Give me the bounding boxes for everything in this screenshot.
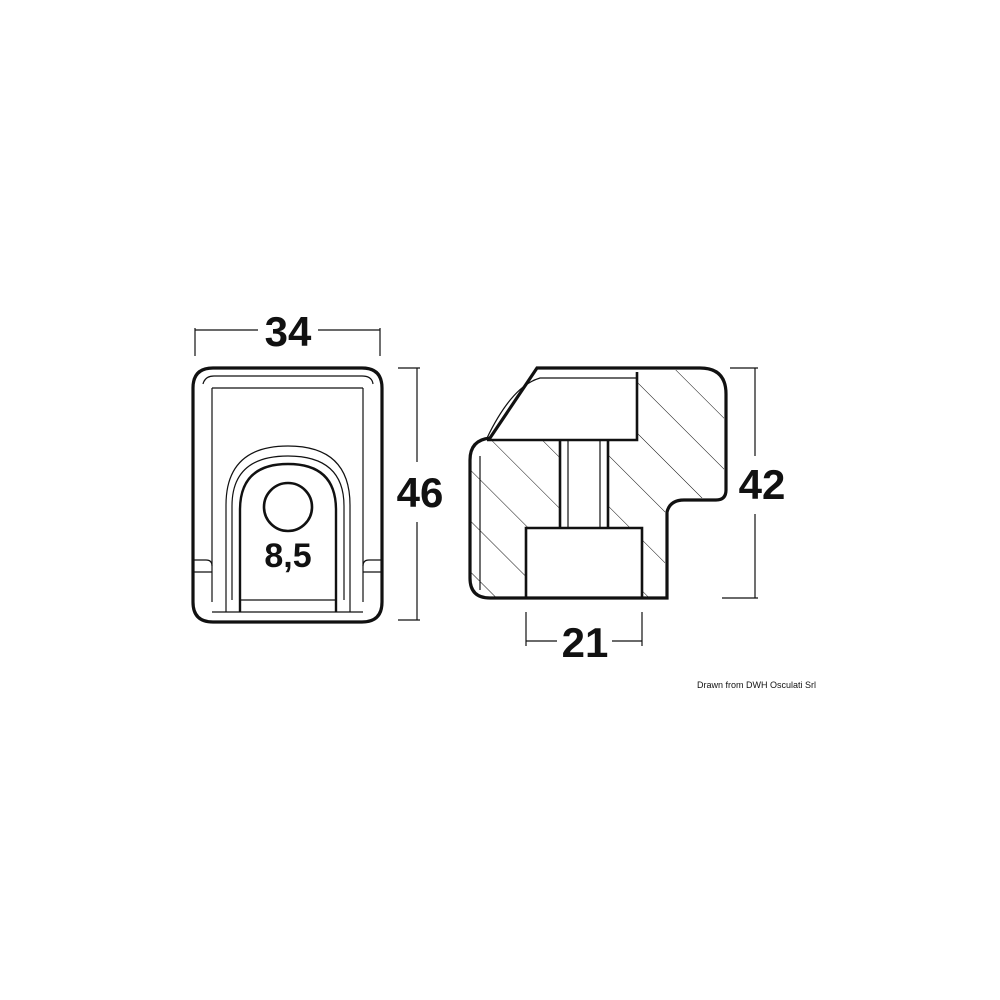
bottom-recess [524, 526, 644, 598]
height-dimension-front [398, 367, 420, 621]
front-body-outline [191, 366, 384, 624]
height-label-side: 42 [739, 461, 786, 508]
front-left-step [193, 559, 213, 567]
side-top-chamfer [486, 377, 638, 439]
section-cut-step [487, 372, 639, 442]
front-top-chamfer [202, 375, 374, 385]
hole-diameter-label: 8,5 [264, 537, 311, 575]
credit-text: Drawn from DWH Osculati Srl [697, 680, 816, 690]
side-view: 42 21 [468, 366, 786, 666]
side-body-outline [468, 366, 728, 600]
mounting-hole [262, 481, 314, 533]
height-label-front: 46 [397, 469, 444, 516]
base-width-dimension [525, 612, 643, 646]
front-right-step [362, 559, 382, 567]
base-width-label: 21 [562, 619, 609, 666]
bolt-channel [558, 440, 610, 528]
width-dimension [194, 328, 381, 356]
front-view: 34 8,5 46 [191, 308, 444, 624]
section-left-region [471, 440, 560, 598]
height-dimension-side [722, 367, 758, 599]
width-label: 34 [265, 308, 312, 355]
slot-inner-outline [238, 462, 338, 612]
slot-middle-outline [231, 455, 345, 600]
slot-outer-outline [225, 445, 351, 612]
